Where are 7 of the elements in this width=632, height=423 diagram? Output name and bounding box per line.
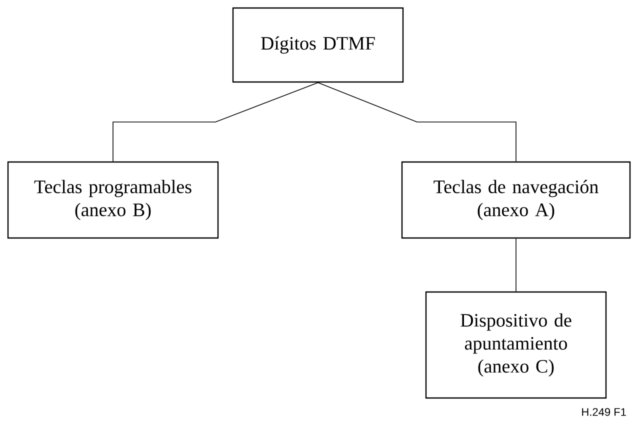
- box: Dispositivo de apuntamiento (anexo C): [425, 291, 607, 399]
- box: Dígitos DTMF: [232, 7, 404, 83]
- figure-number: H.249 F1: [582, 408, 626, 416]
- connector-line: [318, 82, 516, 162]
- box: Teclas de navegación (anexo A): [401, 161, 631, 239]
- box: Teclas programables (anexo B): [7, 161, 219, 239]
- connector-line: [112, 82, 318, 162]
